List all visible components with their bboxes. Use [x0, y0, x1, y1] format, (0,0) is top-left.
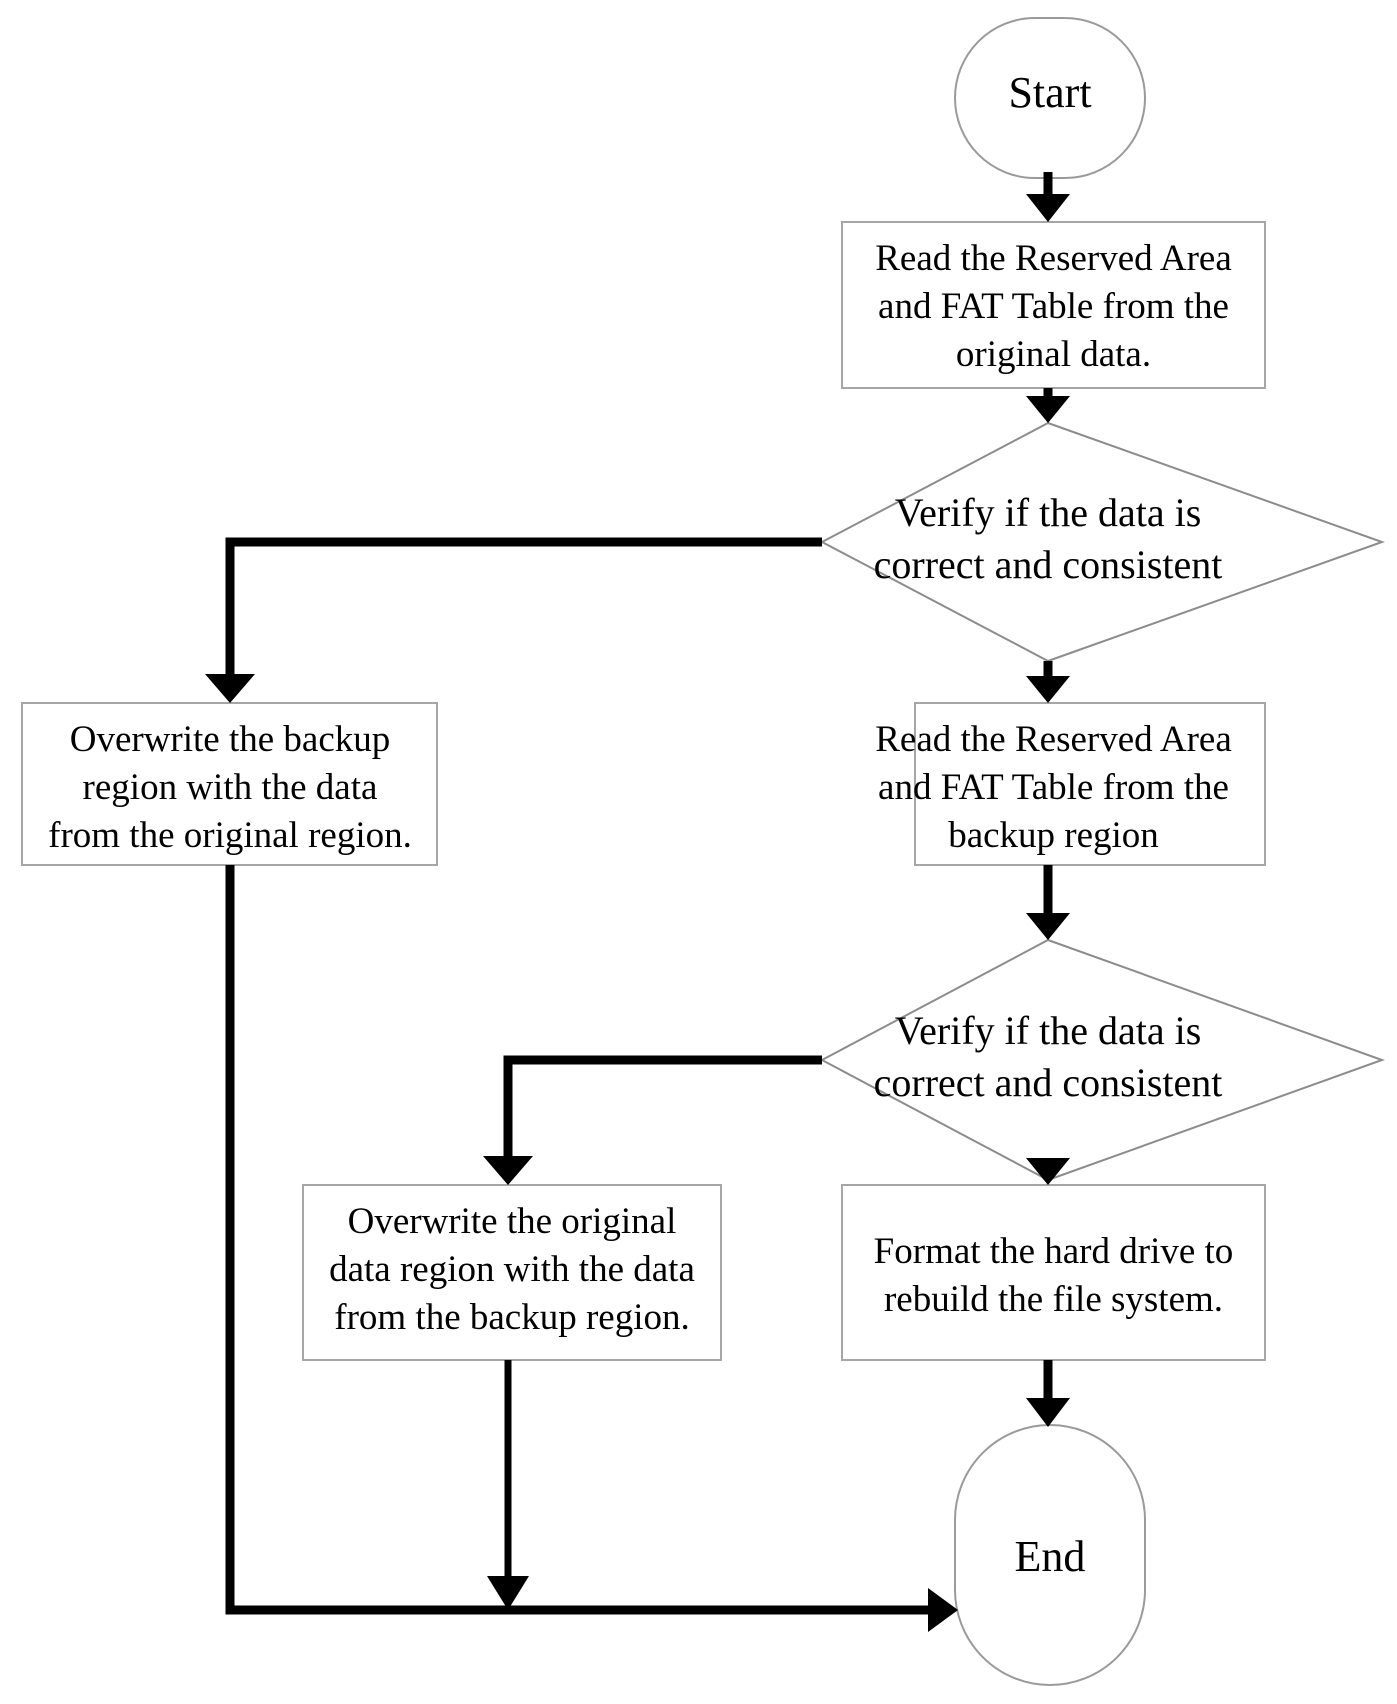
edge-overwrite-backup-to-end — [225, 865, 958, 1632]
read-backup-box-shape[interactable] — [914, 702, 1266, 866]
verify-original-diamond-shape[interactable] — [819, 421, 1385, 663]
edge-read-backup-to-verify-backup — [1026, 865, 1070, 940]
edge-verify-original-left-to-overwrite-backup — [205, 537, 822, 703]
edge-verify-original-to-read-backup — [1026, 661, 1070, 703]
edge-verify-backup-left-to-overwrite-original — [483, 1055, 822, 1185]
edge-read-original-to-verify-original — [1026, 388, 1070, 423]
end-terminal-shape[interactable] — [954, 1424, 1146, 1686]
start-terminal-shape[interactable] — [954, 17, 1146, 179]
format-drive-box-shape[interactable] — [841, 1184, 1266, 1361]
verify-backup-diamond-shape[interactable] — [819, 938, 1385, 1182]
edge-format-drive-to-end — [1026, 1360, 1070, 1427]
edge-verify-backup-to-format-drive — [1026, 1158, 1070, 1185]
read-original-box-shape[interactable] — [841, 221, 1266, 389]
edge-start-to-read-original — [1026, 172, 1070, 222]
overwrite-original-box-shape[interactable] — [302, 1184, 722, 1361]
overwrite-backup-box-shape[interactable] — [21, 702, 438, 866]
edge-overwrite-original-to-end — [487, 1360, 529, 1610]
